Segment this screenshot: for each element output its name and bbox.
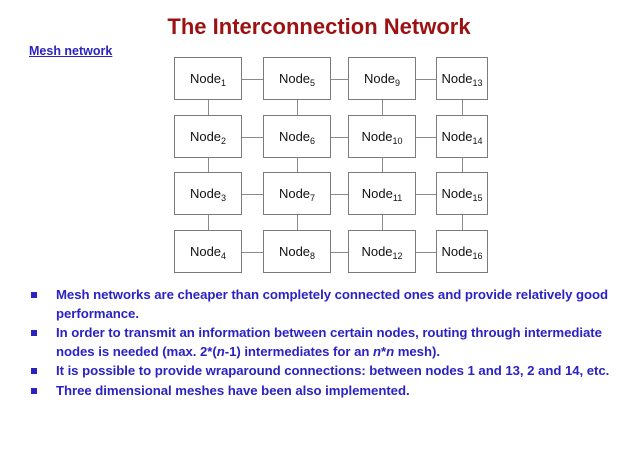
mesh-node-13[interactable]: Node13 bbox=[436, 57, 488, 100]
square-bullet-icon bbox=[31, 387, 37, 394]
mesh-link-vertical bbox=[208, 100, 209, 115]
mesh-link-vertical bbox=[297, 100, 298, 115]
mesh-link-vertical bbox=[462, 100, 463, 115]
mesh-node-label: Node6 bbox=[278, 129, 316, 146]
mesh-node-8[interactable]: Node8 bbox=[263, 230, 331, 273]
mesh-node-index: 8 bbox=[310, 251, 316, 261]
mesh-node-index: 14 bbox=[472, 136, 483, 146]
mesh-link-horizontal bbox=[331, 79, 348, 80]
mesh-link-vertical bbox=[297, 215, 298, 230]
mesh-link-horizontal bbox=[331, 194, 348, 195]
mesh-node-11[interactable]: Node11 bbox=[348, 172, 416, 215]
mesh-link-horizontal bbox=[416, 194, 436, 195]
mesh-link-vertical bbox=[382, 100, 383, 115]
mesh-node-label: Node1 bbox=[189, 71, 227, 88]
square-bullet-icon bbox=[31, 292, 37, 298]
mesh-link-horizontal bbox=[242, 79, 263, 80]
mesh-node-label: Node3 bbox=[189, 186, 227, 203]
mesh-link-horizontal bbox=[416, 79, 436, 80]
mesh-node-12[interactable]: Node12 bbox=[348, 230, 416, 273]
bullet-text: In order to transmit an information betw… bbox=[56, 325, 602, 359]
square-bullet-icon bbox=[31, 330, 37, 336]
mesh-node-label: Node4 bbox=[189, 244, 227, 261]
mesh-link-vertical bbox=[208, 215, 209, 230]
bullet-wraparound: It is possible to provide wraparound con… bbox=[28, 362, 618, 381]
bullet-three-dimensional: Three dimensional meshes have been also … bbox=[28, 382, 618, 401]
square-bullet-icon bbox=[31, 368, 37, 374]
mesh-node-index: 12 bbox=[392, 251, 403, 261]
mesh-node-label: Node11 bbox=[361, 186, 403, 203]
mesh-node-2[interactable]: Node2 bbox=[174, 115, 242, 158]
mesh-node-index: 6 bbox=[310, 136, 316, 146]
mesh-node-15[interactable]: Node15 bbox=[436, 172, 488, 215]
mesh-node-4[interactable]: Node4 bbox=[174, 230, 242, 273]
mesh-node-index: 1 bbox=[221, 78, 227, 88]
bullet-cheaper: Mesh networks are cheaper than completel… bbox=[28, 286, 618, 323]
mesh-node-6[interactable]: Node6 bbox=[263, 115, 331, 158]
mesh-node-1[interactable]: Node1 bbox=[174, 57, 242, 100]
page-title: The Interconnection Network bbox=[167, 14, 471, 39]
mesh-link-horizontal bbox=[416, 252, 436, 253]
mesh-link-horizontal bbox=[416, 137, 436, 138]
bullet-text: Three dimensional meshes have been also … bbox=[56, 382, 410, 398]
mesh-node-3[interactable]: Node3 bbox=[174, 172, 242, 215]
bullet-text: Mesh networks are cheaper than completel… bbox=[56, 287, 609, 321]
bullet-routing: In order to transmit an information betw… bbox=[28, 324, 618, 361]
mesh-link-vertical bbox=[462, 158, 463, 172]
mesh-node-index: 15 bbox=[472, 193, 483, 203]
mesh-link-horizontal bbox=[242, 137, 263, 138]
mesh-link-horizontal bbox=[242, 194, 263, 195]
mesh-node-label: Node9 bbox=[363, 71, 401, 88]
mesh-node-label: Node2 bbox=[189, 129, 227, 146]
mesh-link-vertical bbox=[382, 158, 383, 172]
mesh-link-horizontal bbox=[331, 252, 348, 253]
mesh-node-index: 7 bbox=[310, 193, 316, 203]
mesh-node-index: 4 bbox=[221, 251, 227, 261]
mesh-node-10[interactable]: Node10 bbox=[348, 115, 416, 158]
mesh-node-label: Node7 bbox=[278, 186, 316, 203]
mesh-link-horizontal bbox=[242, 252, 263, 253]
mesh-node-index: 3 bbox=[221, 193, 227, 203]
bullet-text: It is possible to provide wraparound con… bbox=[56, 363, 610, 378]
mesh-link-vertical bbox=[382, 215, 383, 230]
mesh-node-label: Node12 bbox=[361, 244, 403, 261]
mesh-node-7[interactable]: Node7 bbox=[263, 172, 331, 215]
mesh-node-index: 11 bbox=[392, 193, 403, 203]
mesh-node-label: Node13 bbox=[441, 71, 483, 88]
mesh-node-label: Node15 bbox=[441, 186, 483, 203]
mesh-node-label: Node5 bbox=[278, 71, 316, 88]
mesh-node-9[interactable]: Node9 bbox=[348, 57, 416, 100]
mesh-node-16[interactable]: Node16 bbox=[436, 230, 488, 273]
mesh-node-index: 5 bbox=[310, 78, 316, 88]
mesh-node-label: Node14 bbox=[441, 129, 483, 146]
section-link-mesh-network[interactable]: Mesh network bbox=[29, 44, 113, 58]
mesh-link-vertical bbox=[462, 215, 463, 230]
mesh-node-index: 13 bbox=[472, 78, 483, 88]
mesh-node-5[interactable]: Node5 bbox=[263, 57, 331, 100]
mesh-node-index: 2 bbox=[221, 136, 227, 146]
mesh-node-label: Node16 bbox=[441, 244, 483, 261]
mesh-link-vertical bbox=[208, 158, 209, 172]
mesh-link-horizontal bbox=[331, 137, 348, 138]
mesh-node-label: Node8 bbox=[278, 244, 316, 261]
mesh-link-vertical bbox=[297, 158, 298, 172]
mesh-node-14[interactable]: Node14 bbox=[436, 115, 488, 158]
mesh-node-label: Node10 bbox=[361, 129, 403, 146]
mesh-node-index: 10 bbox=[392, 136, 403, 146]
mesh-node-index: 16 bbox=[472, 251, 483, 261]
mesh-node-index: 9 bbox=[395, 78, 401, 88]
bullet-list: Mesh networks are cheaper than completel… bbox=[28, 286, 618, 401]
